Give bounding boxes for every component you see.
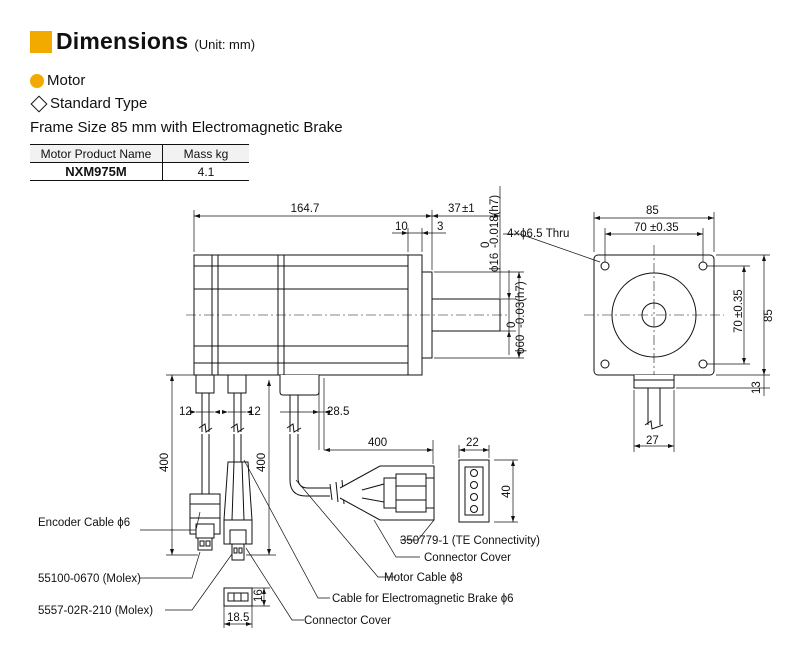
- dim-cable-400-c: 400: [368, 437, 387, 449]
- section-type: Standard Type: [30, 95, 147, 112]
- dim-shaft-dia-tol: -0.018(h7): [489, 195, 501, 248]
- callout-te-connector: 350779-1 (TE Connectivity): [400, 535, 540, 547]
- dim-bolt-pitch-tol: ±0.35: [650, 222, 679, 234]
- dim-cable-400-a: 400: [159, 453, 171, 472]
- cable-stubs: [195, 374, 320, 494]
- dim-flange-width: 85: [646, 205, 659, 217]
- spec-header-name: Motor Product Name: [30, 144, 163, 163]
- dim-3: 3: [437, 221, 443, 233]
- spec-header-mass: Mass kg: [162, 144, 249, 163]
- dim-pilot-dia-tol: -0.03(h7): [515, 281, 527, 328]
- bullet-circle-icon: [30, 73, 44, 88]
- callout-brake-cable: Cable for Electromagnetic Brake ϕ6: [332, 593, 514, 605]
- section-motor-label: Motor: [47, 72, 86, 89]
- dim-conn-16: 16: [253, 589, 265, 602]
- dimensions-header: Dimensions (Unit: mm): [30, 28, 255, 55]
- dim-shaft-dia: ϕ16: [489, 253, 501, 272]
- callout-encoder-cable: Encoder Cable ϕ6: [38, 517, 130, 529]
- dim-flange-height: 85: [763, 309, 775, 322]
- motor-side-view: [186, 254, 510, 376]
- brake-connector-drawing: [223, 461, 253, 561]
- frame-subtitle: Frame Size 85 mm with Electromagnetic Br…: [30, 119, 343, 136]
- dim-pilot-dia: ϕ60: [515, 335, 527, 354]
- dim-shaft-dia-tol-upper: 0: [480, 242, 492, 248]
- dim-10: 10: [395, 221, 408, 233]
- small-connector-view: [223, 587, 253, 607]
- dim-overall-length: 164.7: [291, 203, 320, 215]
- dim-conn-40: 40: [501, 485, 513, 498]
- callout-connector-cover-a: Connector Cover: [424, 552, 511, 564]
- dim-conn-18-5: 18.5: [227, 612, 249, 624]
- encoder-connector-drawing: [189, 493, 221, 551]
- mass-cell: 4.1: [162, 162, 249, 181]
- callout-molex-a: 55100-0670 (Molex): [38, 573, 141, 585]
- section-type-label: Standard Type: [50, 95, 148, 112]
- callout-motor-cable: Motor Cable ϕ8: [384, 572, 463, 584]
- unit-label: (Unit: mm): [194, 36, 256, 52]
- section-motor: Motor: [30, 72, 85, 89]
- dim-bolt-pitch: 70: [634, 222, 647, 234]
- dim-cable-width-27: 27: [646, 435, 659, 447]
- spec-table-row: NXM975M 4.1: [30, 162, 249, 181]
- callout-connector-cover-b: Connector Cover: [304, 615, 391, 627]
- page-title: Dimensions: [56, 28, 189, 54]
- dim-holes: 4×ϕ6.5 Thru: [507, 228, 569, 240]
- dim-shaft-length: 37: [448, 203, 461, 215]
- dim-cable-400-b: 400: [256, 453, 268, 472]
- te-connector-drawing: [339, 465, 435, 521]
- dim-conn-22: 22: [466, 437, 479, 449]
- dim-cable-12b: 12: [248, 406, 261, 418]
- product-name-cell: NXM975M: [30, 162, 163, 181]
- dim-cable-offset-13: 13: [751, 381, 763, 394]
- callout-molex-b: 5557-02R-210 (Molex): [38, 605, 153, 617]
- dim-shaft-length-tol: ±1: [462, 203, 475, 215]
- te-connector-front: [458, 459, 490, 523]
- header-square-icon: [30, 30, 52, 53]
- dim-bolt-pitch-v-tol: ±0.35: [733, 289, 745, 318]
- dim-pilot-dia-tol-upper: 0: [506, 322, 518, 328]
- dim-bolt-pitch-v: 70: [733, 320, 745, 333]
- dim-cable-28-5: 28.5: [327, 406, 349, 418]
- dim-cable-12a: 12: [179, 406, 192, 418]
- spec-table: Motor Product Name Mass kg NXM975M 4.1: [30, 144, 249, 181]
- motor-front-view: [584, 245, 724, 430]
- spec-table-header: Motor Product Name Mass kg: [30, 144, 249, 163]
